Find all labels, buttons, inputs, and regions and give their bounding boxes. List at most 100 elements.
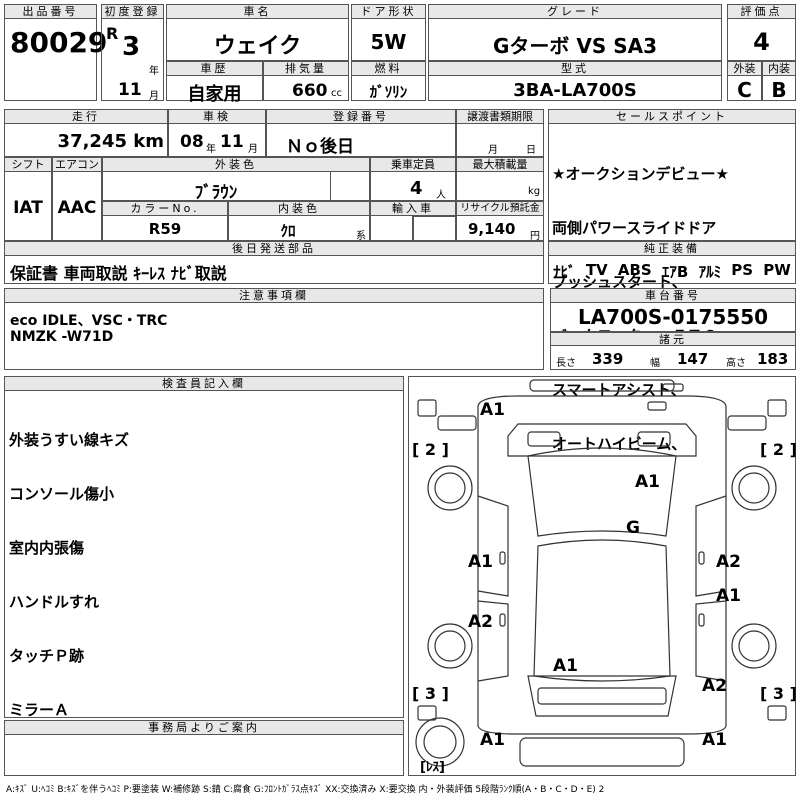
inspection-year-unit: 年 (206, 144, 216, 155)
inspector-line: 室内内張傷 (9, 539, 85, 557)
history-value: 自家用 (187, 84, 242, 105)
fuel-label: 燃料 (351, 61, 426, 76)
aircon-value: AAC (57, 198, 97, 218)
parts-label: 後日発送部品 (4, 241, 544, 256)
inspection-month-unit: 月 (248, 144, 258, 155)
height-value: 183 (757, 350, 789, 368)
inspector-line: ミラーＡ (9, 701, 70, 719)
windshield-outline (507, 423, 697, 457)
hood-outline (527, 447, 677, 537)
office-label: 事務局よりご案内 (4, 720, 404, 735)
selling-point-line: 両側パワースライドドア (552, 219, 717, 237)
recycle-value: 9,140 (468, 220, 516, 238)
interior-color-value: ｸﾛ (280, 222, 296, 240)
damage-roof: G (626, 518, 640, 538)
interior-color-unit: 系 (356, 231, 366, 242)
notes-line-1: eco IDLE、VSC・TRC (10, 313, 168, 329)
back-door-outline (527, 675, 677, 717)
model-label: 型式 (428, 61, 722, 76)
right-front-door (695, 495, 727, 597)
inspector-label: 検査員記入欄 (4, 376, 404, 391)
color-number-label: カラーNo. (102, 201, 228, 216)
equipment-list: ﾅﾋﾞ TV ABS ｴｱB ｱﾙﾐ PS PW (548, 261, 796, 282)
damage-right-rear-door: A1 (716, 586, 741, 606)
car-diagram (415, 379, 787, 767)
right-rear-door (695, 600, 727, 682)
front-right-wheel (731, 465, 777, 511)
chassis-label: 車台番号 (550, 288, 796, 303)
import-sub-cell (413, 216, 456, 241)
interior-color-label: 内装色 (228, 201, 370, 216)
recycle-unit: 円 (530, 231, 540, 242)
car-name-label: 車名 (166, 4, 349, 19)
capacity-label: 乗車定員 (370, 157, 456, 172)
lot-label: 出品番号 (4, 4, 97, 19)
registration-number-label: 登録番号 (266, 109, 456, 124)
displacement-value: 660 (292, 81, 328, 101)
selling-point-line: ★オークションデビュー★ (552, 165, 729, 183)
selling-point-line: スマートアシスト、 (552, 381, 686, 399)
parts-value: 保証書 車両取説 ｷｰﾚｽ ﾅﾋﾞ取説 (10, 264, 227, 283)
model-value: 3BA-LA700S (513, 80, 637, 101)
inspector-line: ハンドルすれ (9, 593, 100, 611)
left-front-door (477, 495, 509, 597)
damage-left-rear-door: A2 (468, 612, 493, 632)
recycle-label: リサイクル預託金 (456, 201, 544, 216)
equipment-item: ｱﾙﾐ (698, 263, 722, 281)
rear-right-wheel (731, 623, 777, 669)
left-rear-door (477, 600, 509, 682)
door-label: ドア形状 (351, 4, 426, 19)
inspector-line: 外装うすい線キズ (9, 431, 130, 449)
body-outline (477, 395, 727, 735)
fuel-value: ｶﾞｿﾘﾝ (369, 83, 408, 101)
year-unit: 年 (149, 66, 159, 77)
exterior-color-label: 外装色 (102, 157, 370, 172)
inspector-notes: 外装うすい線キズ コンソール傷小 室内内張傷 ハンドルすれ タッチＰ跡 ミラーＡ (9, 395, 129, 737)
rear-left-wheel (427, 623, 473, 669)
damage-rear-right-corner: A2 (702, 676, 727, 696)
width-value: 147 (677, 350, 709, 368)
inspection-year: 08 (180, 132, 204, 152)
inspection-label: 車検 (168, 109, 266, 124)
damage-bumper-left: A1 (480, 730, 505, 750)
displacement-unit: cc (331, 88, 342, 99)
equipment-item: ABS (617, 261, 652, 279)
first-registration-year: 3 (122, 32, 141, 62)
tire-spare: [ﾚｽ] (420, 760, 445, 775)
grade-label: グレード (428, 4, 722, 19)
damage-back-door: A1 (553, 656, 578, 676)
tire-rear-right: [ 3 ] (760, 684, 797, 703)
inspector-line: タッチＰ跡 (9, 647, 85, 665)
transfer-deadline-label: 譲渡書類期限 (456, 109, 544, 124)
equipment-item: ｴｱB (661, 263, 689, 281)
footer-legend: A:ｷｽﾞ U:ﾍｺﾐ B:ｷｽﾞを伴うﾍｺﾐ P:要塗装 W:補修跡 S:錆 … (6, 785, 605, 795)
equipment-label: 純正装備 (548, 241, 796, 256)
equipment-item: PW (763, 261, 791, 279)
damage-front-left-corner: A1 (480, 400, 505, 420)
capacity-value: 4 (410, 178, 423, 199)
car-name-value: ウェイク (213, 34, 302, 59)
shift-label: シフト (4, 157, 52, 172)
interior-grade-value: B (771, 78, 787, 102)
grade-value: Gターボ VS SA3 (492, 34, 658, 58)
damage-left-front-door: A1 (468, 552, 493, 572)
interior-grade-label: 内装 (762, 61, 796, 76)
chassis-value: LA700S-0175550 (577, 305, 769, 329)
exterior-color-value: ﾌﾞﾗｳﾝ (194, 183, 238, 203)
car-diagram-cell (408, 376, 796, 776)
aircon-label: エアコン (52, 157, 102, 172)
lot-number: 80029 (10, 26, 108, 59)
damage-hood: A1 (635, 472, 660, 492)
length-value: 339 (592, 350, 624, 368)
notes-line-2: NMZK -W71D (10, 329, 114, 345)
width-label: 幅 (650, 358, 660, 369)
front-left-wheel (427, 465, 473, 511)
equipment-item: TV (585, 261, 608, 279)
first-registration-era: R (106, 24, 119, 43)
max-load-unit: kg (528, 186, 541, 197)
tire-front-right: [ 2 ] (760, 440, 797, 459)
rear-bumper-outline (519, 737, 685, 767)
height-label: 高さ (726, 358, 746, 369)
equipment-item: PS (731, 261, 754, 279)
inspector-line: コンソール傷小 (9, 485, 115, 503)
